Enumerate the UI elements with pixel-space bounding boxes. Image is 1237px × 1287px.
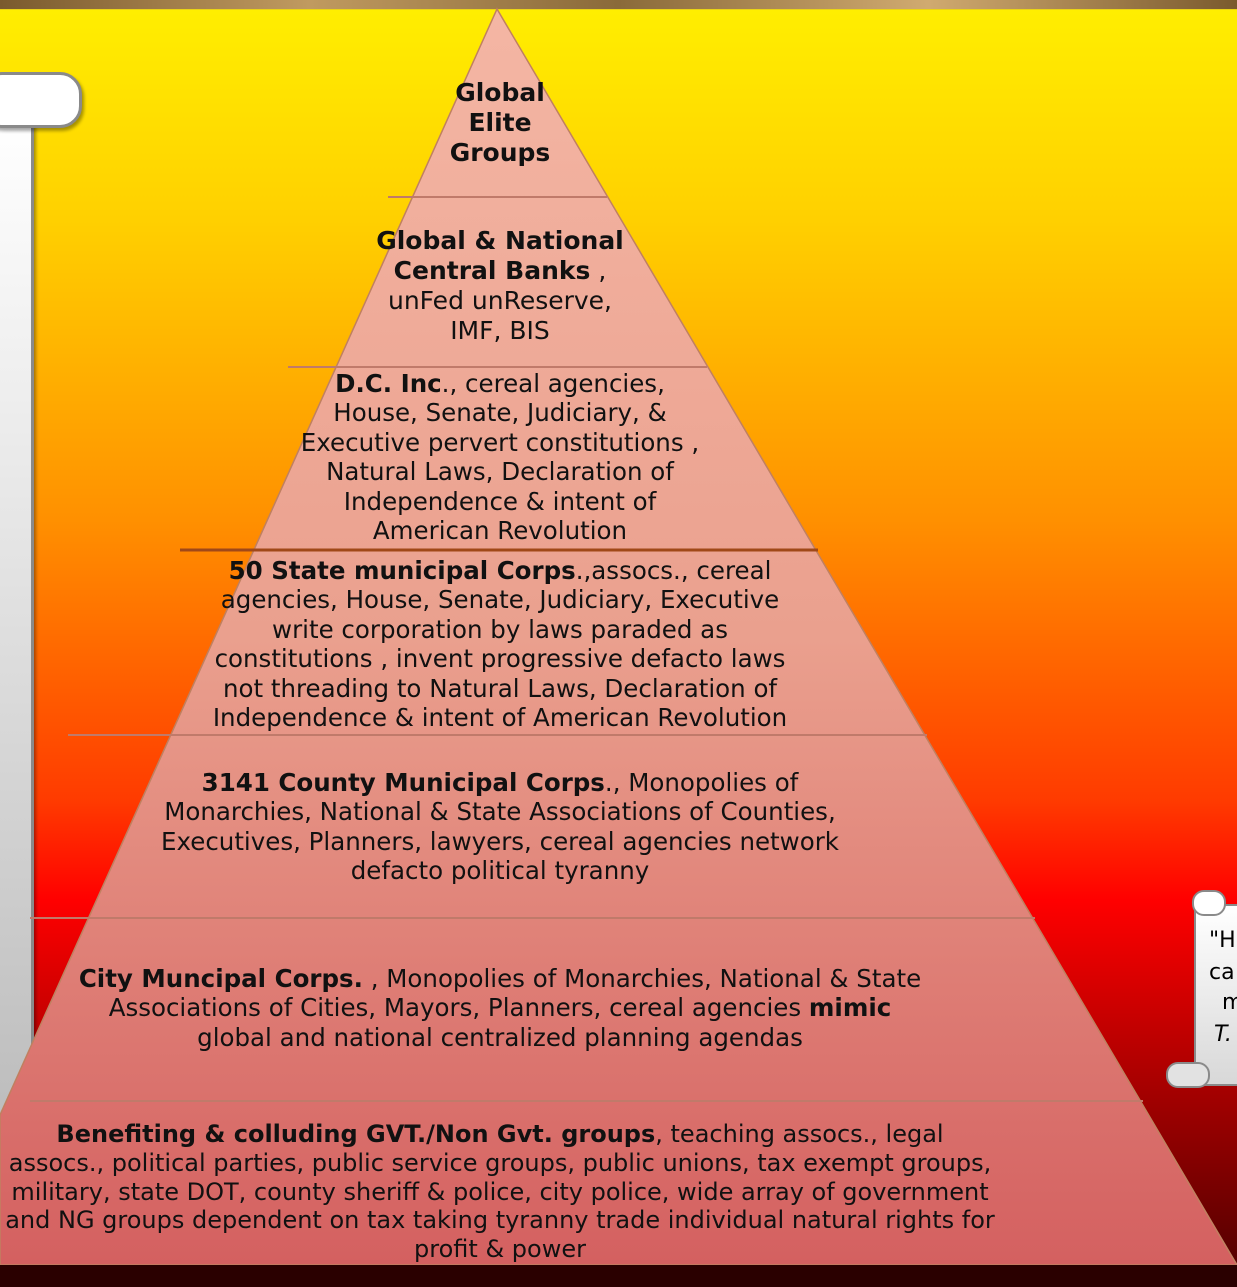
tier-global-elite: Global Elite Groups bbox=[420, 78, 580, 168]
quote-line: T. bbox=[1214, 1022, 1232, 1047]
tier-global-elite-label: Global Elite Groups bbox=[449, 78, 551, 167]
right-scroll-body bbox=[1194, 904, 1237, 1086]
left-scroll-panel bbox=[0, 118, 34, 1120]
tier-state-corps: 50 State municipal Corps.,assocs., cerea… bbox=[180, 556, 820, 732]
tier-benefiting-groups-text: , teaching assocs., legal assocs., polit… bbox=[5, 1120, 995, 1264]
quote-line: "H bbox=[1209, 928, 1236, 953]
right-scroll-curl-top bbox=[1192, 890, 1226, 916]
tier-central-banks-text: , unFed unReserve, IMF, BIS bbox=[387, 256, 613, 345]
tier-central-banks-title: Global & National Central Banks bbox=[376, 226, 624, 285]
right-quote-scroll: "H ca m T. bbox=[1166, 890, 1237, 1088]
tier-benefiting-groups: Benefiting & colluding GVT./Non Gvt. gro… bbox=[0, 1120, 1000, 1264]
tier-central-banks: Global & National Central Banks , unFed … bbox=[300, 226, 700, 346]
tier-county-corps-text: ., Monopolies of Monarchies, National & … bbox=[161, 768, 839, 886]
right-scroll-curl-bottom bbox=[1166, 1062, 1210, 1088]
left-scroll-cap bbox=[0, 72, 82, 128]
tier-dc-inc: D.C. Inc., cereal agencies, House, Senat… bbox=[270, 369, 730, 545]
tier-city-corps-text2: global and national centralized planning… bbox=[197, 1022, 803, 1052]
tier-dc-inc-text: ., cereal agencies, House, Senate, Judic… bbox=[300, 369, 700, 545]
tier-state-corps-text: .,assocs., cereal agencies, House, Senat… bbox=[212, 556, 788, 732]
tier-county-corps-title: 3141 County Municipal Corps bbox=[201, 768, 605, 797]
tier-state-corps-title: 50 State municipal Corps bbox=[228, 556, 576, 585]
tier-city-corps-text: , Monopolies of Monarchies, National & S… bbox=[108, 964, 922, 1023]
tier-dc-inc-title: D.C. Inc bbox=[335, 369, 442, 398]
pyramid-shape bbox=[0, 7, 1237, 1266]
top-banner-strip bbox=[0, 0, 1237, 9]
quote-line: m bbox=[1222, 990, 1237, 1015]
tier-city-corps-mimic: mimic bbox=[808, 993, 892, 1023]
tier-city-corps: City Muncipal Corps. , Monopolies of Mon… bbox=[60, 964, 940, 1052]
bottom-strip bbox=[0, 1265, 1237, 1287]
quote-line: ca bbox=[1209, 960, 1235, 985]
tier-city-corps-title: City Muncipal Corps. bbox=[78, 964, 363, 993]
tier-benefiting-groups-title: Benefiting & colluding GVT./Non Gvt. gro… bbox=[56, 1120, 656, 1148]
tier-county-corps: 3141 County Municipal Corps., Monopolies… bbox=[130, 768, 870, 886]
